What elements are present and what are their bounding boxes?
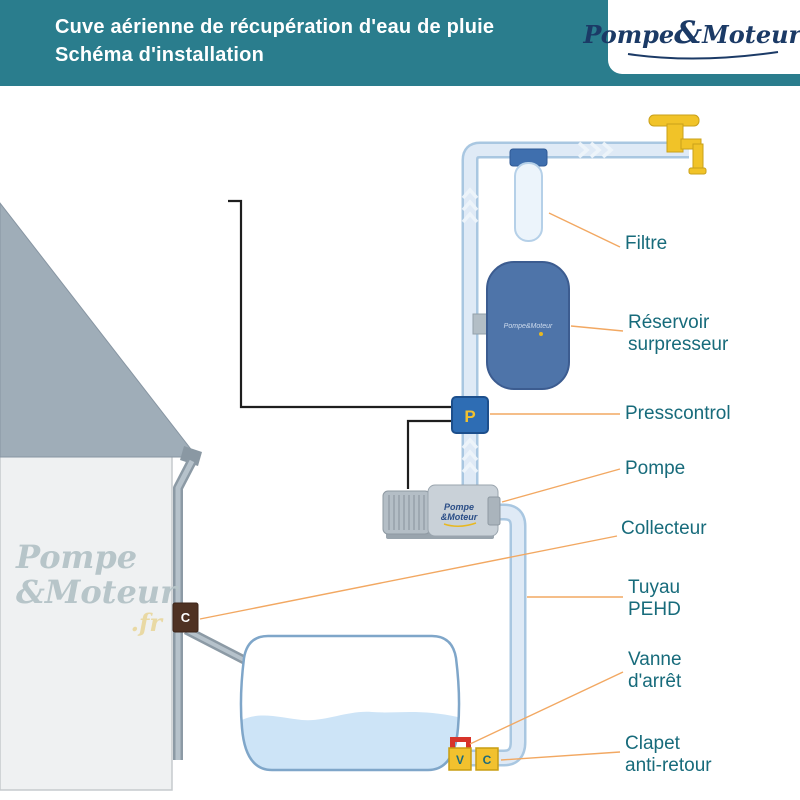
label-line: d'arrêt: [628, 671, 682, 692]
watermark-line2: &Moteur: [16, 573, 177, 611]
reservoir-logo: Pompe&Moteur: [504, 323, 553, 330]
arrow-up-icon: [461, 449, 479, 462]
arrow-up-icon: [461, 199, 479, 212]
pump: Pompe &Moteur: [382, 484, 501, 539]
reservoir-body: [486, 261, 570, 390]
cable-to-pump: [406, 419, 452, 489]
reservoir-logo-dot-icon: [539, 332, 543, 336]
leader-pompe: [501, 468, 621, 503]
page-title-line1: Cuve aérienne de récupération d'eau de p…: [55, 16, 495, 38]
valves: V C: [448, 737, 499, 771]
tank-outline: [239, 634, 461, 772]
label-line: Pompe: [625, 458, 686, 479]
electric-cables: [228, 199, 452, 489]
watermark-tld: .fr: [130, 608, 162, 637]
pump-motor-ribs: [388, 495, 425, 530]
gutter-end: [180, 446, 202, 466]
pump-logo-line1: Pompe: [444, 502, 474, 512]
brand-logo: Pompe&Moteur.fr: [583, 0, 800, 74]
label-line: Vanne: [628, 649, 682, 670]
downspout-highlight: [175, 459, 195, 760]
house-watermark: Pompe &Moteur .fr: [16, 538, 177, 637]
leader-vanne: [469, 671, 624, 745]
valve-handle-leg: [466, 737, 471, 749]
label-line: Réservoir: [628, 312, 710, 333]
pump-logo-swoosh: [443, 522, 477, 527]
house-roof: [0, 202, 199, 458]
presscontrol-box: [451, 396, 489, 434]
collector-marker: C: [181, 610, 191, 625]
leader-filtre: [548, 212, 621, 248]
leader-clapet: [500, 751, 621, 761]
pressure-reservoir: Pompe&Moteur: [472, 261, 570, 390]
tank-inlet-pipe-highlight: [185, 628, 253, 666]
label-line: surpresseur: [628, 334, 729, 355]
house-wall: [0, 455, 173, 791]
tap-spout: [692, 143, 704, 171]
tap-outlet: [688, 167, 707, 175]
label-line: anti-retour: [625, 755, 712, 776]
page-title: Cuve aérienne de récupération d'eau de p…: [55, 13, 494, 69]
arrow-right-icon: [577, 141, 590, 159]
tap-stem: [666, 123, 684, 153]
brand-part1: Pompe: [583, 20, 675, 49]
valve-handle-leg: [450, 737, 455, 749]
check-valve-box: [475, 747, 499, 771]
flow-arrow-icons: [461, 141, 614, 474]
arrow-up-icon: [461, 211, 479, 224]
arrow-up-icon: [461, 461, 479, 474]
brand-logo-text: Pompe&Moteur.fr: [583, 15, 800, 55]
leader-lines: [199, 212, 624, 761]
brand-ampersand: &: [674, 15, 703, 51]
watermark-line1: Pompe: [16, 538, 138, 576]
arrow-right-icon: [601, 141, 614, 159]
presscontrol-marker: P: [464, 407, 475, 426]
page-title-line2: Schéma d'installation: [55, 44, 265, 66]
presscontrol: P: [451, 396, 489, 434]
label-reservoir-surpresseur: Réservoir surpresseur: [628, 312, 728, 356]
brand-swoosh: [627, 51, 779, 60]
cable-to-house: [228, 199, 452, 409]
label-line: PEHD: [628, 599, 681, 620]
collector: C: [172, 602, 199, 633]
tap-icon: [648, 114, 707, 175]
label-pompe: Pompe: [625, 458, 685, 480]
shutoff-valve-box: [448, 747, 472, 771]
brand-part2: Moteur: [702, 20, 800, 49]
collector-box: [172, 602, 199, 633]
filter: [509, 148, 548, 242]
pump-outlet: [487, 496, 501, 526]
label-line: Tuyau: [628, 577, 681, 598]
filter-bowl: [514, 162, 543, 242]
label-presscontrol: Presscontrol: [625, 403, 731, 425]
arrow-up-icon: [461, 437, 479, 450]
label-line: Clapet: [625, 733, 680, 754]
house: [0, 202, 255, 791]
pehd-pipe: [490, 506, 524, 764]
label-clapet-anti-retour: Clapet anti-retour: [625, 733, 712, 777]
water-tank: [239, 634, 461, 772]
valve-handle: [450, 737, 471, 742]
pump-motor: [382, 490, 431, 535]
arrow-right-icon: [589, 141, 602, 159]
label-line: Filtre: [625, 233, 668, 254]
label-line: Collecteur: [621, 518, 707, 539]
label-filtre: Filtre: [625, 233, 667, 255]
label-tuyau-pehd: Tuyau PEHD: [628, 577, 681, 621]
tank-water: [240, 711, 460, 770]
label-collecteur: Collecteur: [621, 518, 707, 540]
label-line: Presscontrol: [625, 403, 731, 424]
pump-logo-line2: &Moteur: [441, 512, 478, 522]
main-riser-pipe: [464, 144, 689, 494]
label-vanne-arret: Vanne d'arrêt: [628, 649, 682, 693]
arrow-up-icon: [461, 187, 479, 200]
leader-reservoir: [570, 325, 624, 332]
check-valve-marker: C: [483, 753, 492, 767]
leader-collecteur: [199, 535, 618, 620]
shutoff-valve-marker: V: [456, 753, 464, 767]
